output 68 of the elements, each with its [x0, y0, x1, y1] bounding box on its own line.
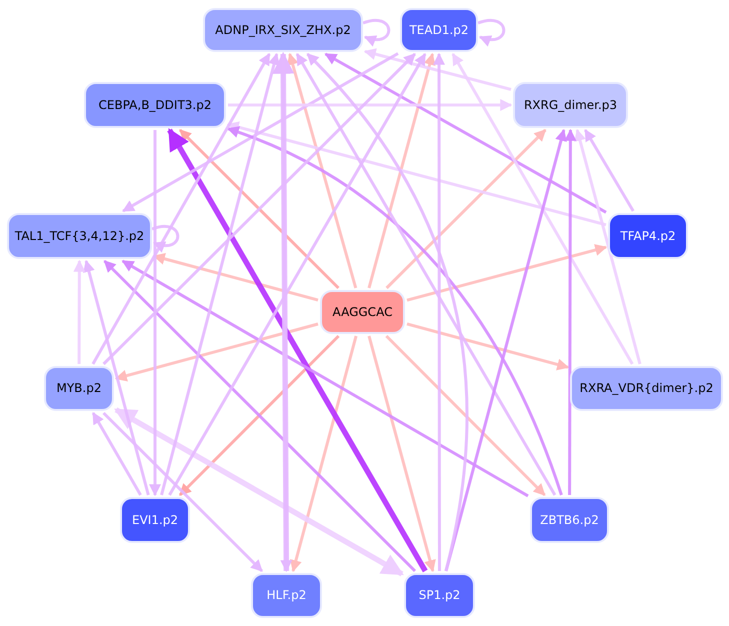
node-label: ZBTB6.p2 — [540, 512, 599, 528]
arrow — [406, 244, 608, 302]
node-box — [404, 573, 475, 618]
arrow — [564, 128, 576, 495]
arrow — [272, 52, 294, 572]
node-label: TAL1_TCF{3,4,12}.p2 — [14, 228, 144, 244]
node-box — [400, 8, 478, 52]
node-label: AAGGCAC — [332, 304, 392, 320]
arrow — [149, 130, 161, 496]
arrow — [444, 128, 567, 572]
node-label: MYB.p2 — [56, 381, 102, 396]
arrow — [122, 52, 399, 212]
arrow — [385, 334, 546, 496]
arrow — [152, 224, 180, 252]
arrow — [296, 52, 556, 496]
arrow — [386, 128, 546, 290]
arrow — [584, 128, 634, 212]
node-label: TEAD1.p2 — [409, 22, 469, 38]
node-box — [203, 8, 363, 52]
arrow — [574, 128, 642, 364]
arrow — [179, 128, 340, 290]
arrow — [478, 18, 506, 46]
node-label: TFAP4.p2 — [620, 228, 676, 244]
arrow — [368, 336, 436, 572]
arrow — [92, 52, 271, 365]
arrow — [167, 128, 428, 572]
node-label: HLF.p2 — [266, 588, 306, 603]
node-box — [120, 497, 190, 543]
arrow — [226, 121, 606, 226]
arrow — [368, 52, 436, 288]
node-box — [570, 366, 723, 411]
node-label: EVI1.p2 — [132, 512, 178, 528]
arrow — [290, 336, 358, 572]
node-label: ADNP_IRX_SIX_ZHX.p2 — [215, 22, 351, 38]
arrow — [306, 52, 468, 572]
node-box — [44, 366, 114, 411]
arrow — [226, 126, 563, 496]
arrow — [168, 52, 426, 496]
node-box — [530, 497, 609, 543]
node-label: RXRA_VDR{dimer}.p2 — [580, 381, 714, 396]
node-box — [84, 82, 226, 128]
arrow — [114, 407, 404, 576]
arrow — [92, 412, 142, 496]
arrow — [103, 260, 416, 572]
arrow — [364, 48, 512, 91]
arrow — [452, 52, 634, 365]
node-box — [513, 82, 628, 128]
arrow — [286, 52, 358, 288]
node-label: SP1.p2 — [418, 588, 460, 603]
arrow — [433, 52, 446, 571]
arrow — [178, 334, 340, 496]
arrow — [160, 52, 280, 496]
arrow — [73, 260, 86, 364]
node-box — [251, 573, 322, 618]
node-box — [320, 290, 405, 334]
node-label: CEBPA,B_DDIT3.p2 — [98, 98, 212, 112]
arrow — [406, 322, 570, 370]
node-box — [608, 213, 688, 259]
arrow — [122, 260, 529, 498]
arrow — [102, 412, 263, 572]
arrow — [362, 18, 390, 46]
arrow — [114, 322, 318, 382]
arrow — [83, 260, 150, 496]
node-box — [7, 213, 152, 259]
arrow — [102, 52, 416, 366]
arrow — [324, 52, 607, 214]
node-label: RXRG_dimer.p3 — [524, 98, 618, 112]
arrow — [228, 99, 512, 111]
